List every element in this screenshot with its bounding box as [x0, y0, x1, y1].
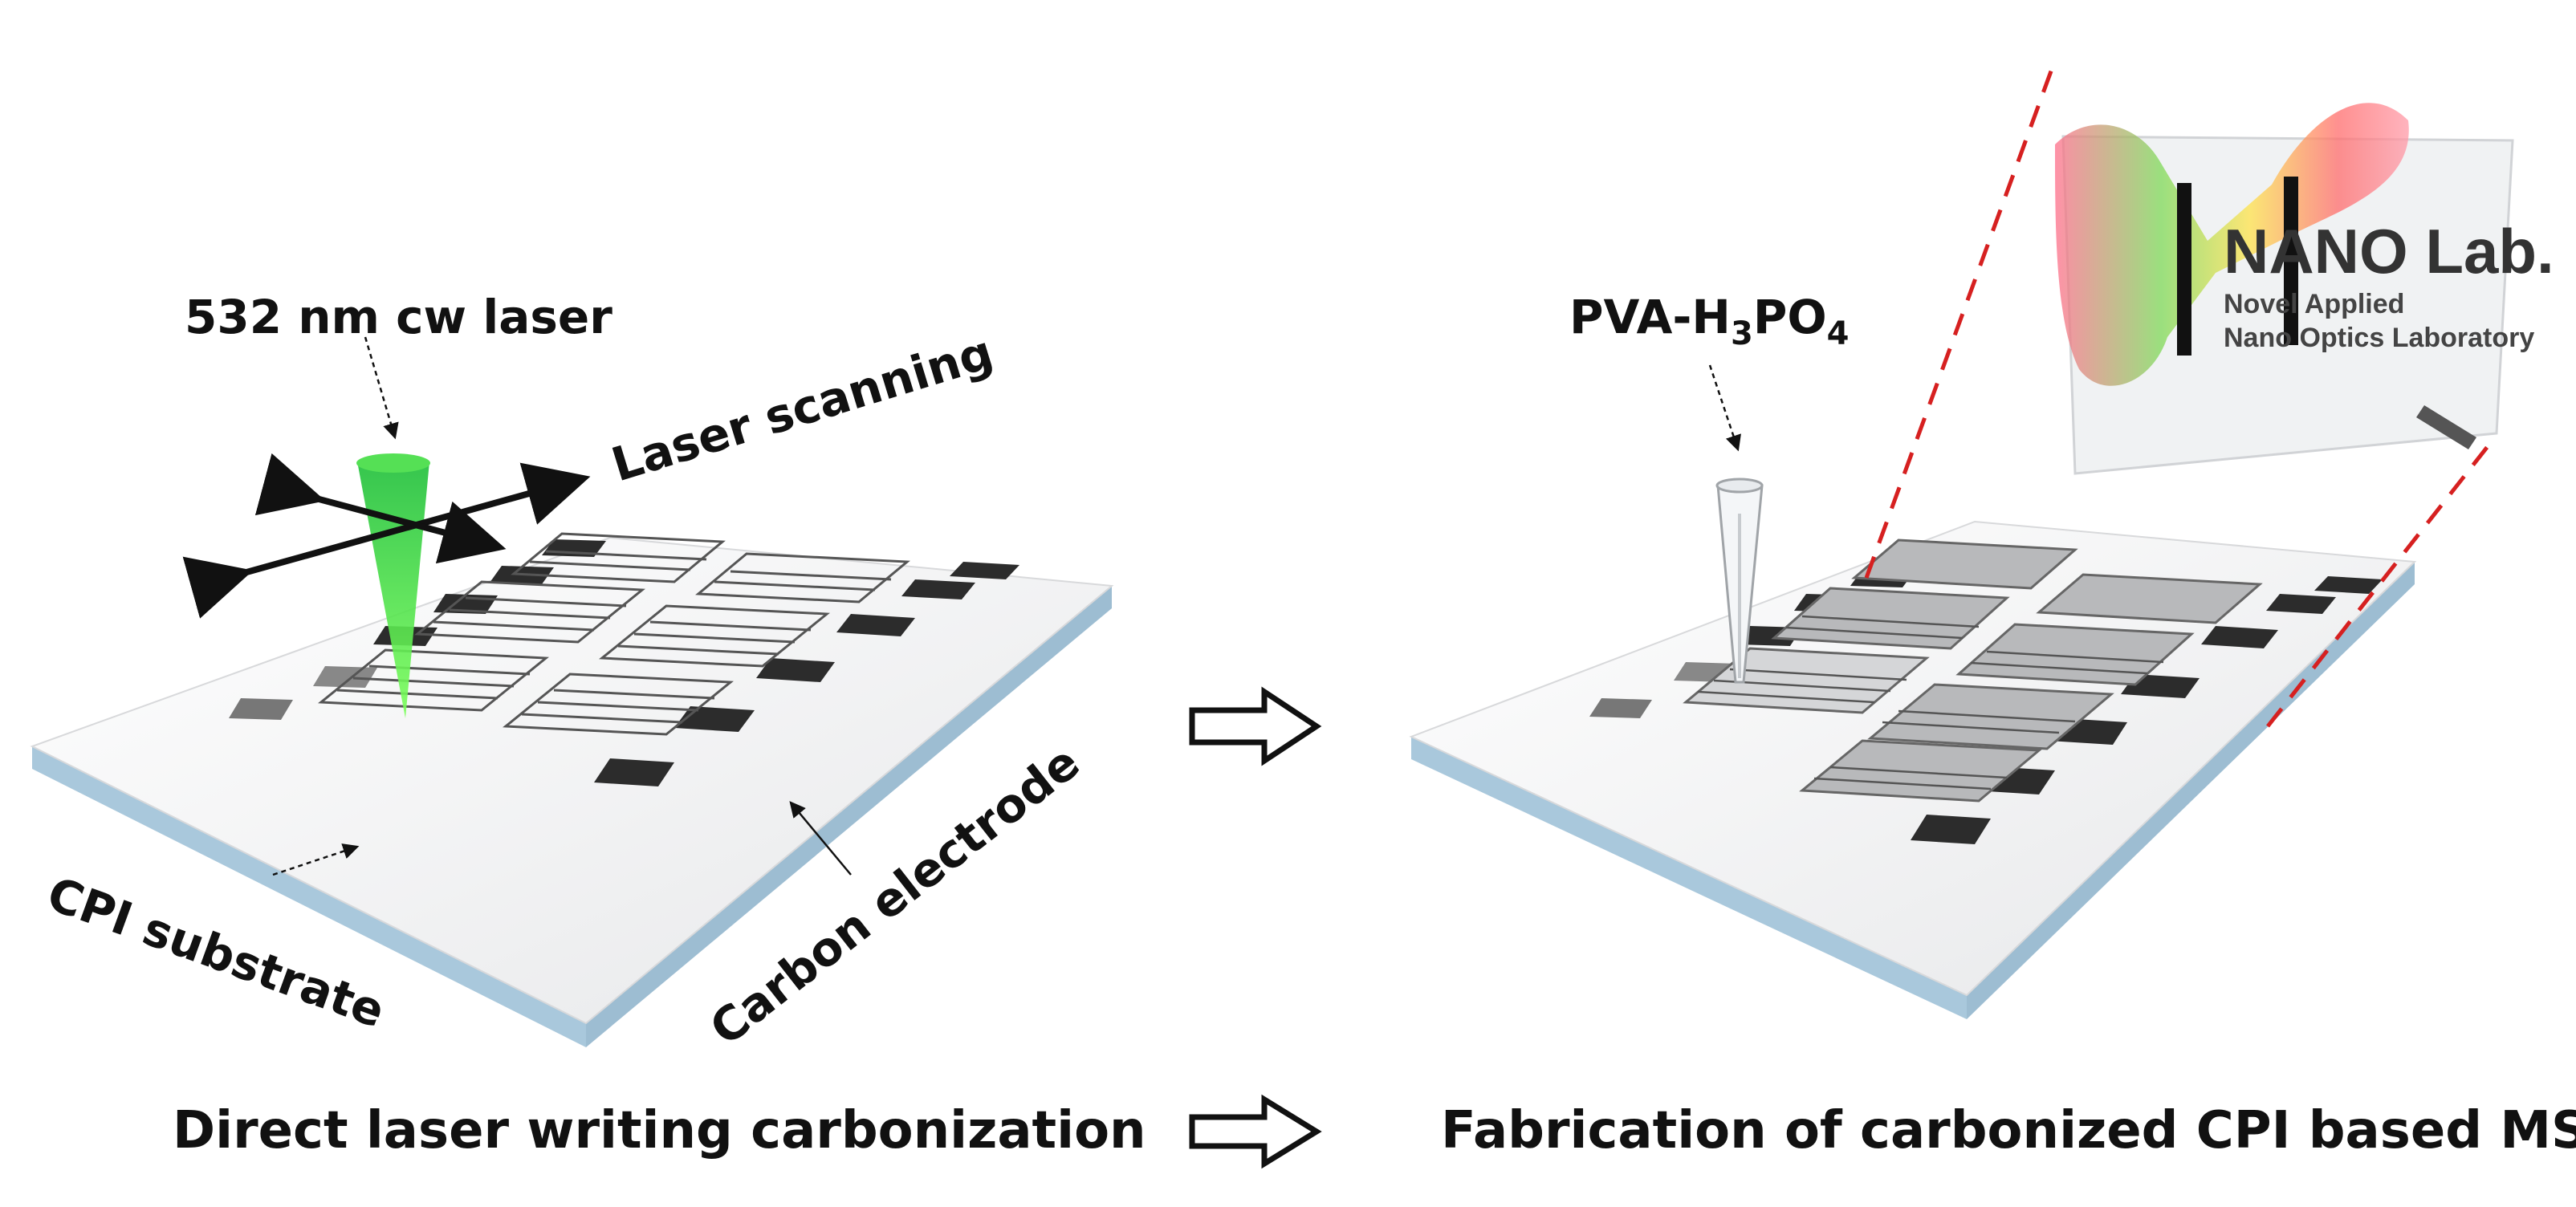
right-caption: Fabrication of carbonized CPI based MSC — [1441, 1101, 2576, 1160]
left-carbon-electrodes — [318, 532, 910, 736]
laser-aperture — [356, 453, 430, 473]
left-substrate-edge-right — [586, 586, 1112, 1047]
left-caption: Direct laser writing carbonization — [173, 1101, 1146, 1160]
tweezers — [2416, 405, 2476, 449]
left-panel: 532 nm cw laser Laser scanning CPI subst… — [30, 290, 1146, 1160]
zoom-line-upper — [1864, 59, 2057, 579]
logo-title: NANO Lab. — [2224, 216, 2554, 287]
right-substrate-edge — [1411, 737, 1967, 1019]
process-arrow-top — [1189, 686, 1322, 766]
device-rainbow-pattern — [2055, 103, 2409, 386]
laser-leader — [364, 336, 399, 440]
electrolyte-leader — [1708, 364, 1741, 452]
substrate-leader — [272, 843, 360, 876]
device-electrode-bar-2 — [2284, 177, 2298, 345]
right-substrate-edge-right — [1967, 562, 2415, 1019]
right-panel: NANO Lab. Novel Applied Nano Optics Labo… — [1409, 59, 2576, 1160]
left-substrate-edge — [32, 746, 586, 1047]
process-arrow-bottom — [1189, 1094, 1322, 1169]
zoom-line-lower — [2266, 444, 2490, 728]
scanning-label: Laser scanning — [605, 324, 999, 492]
laser-label: 532 nm cw laser — [185, 290, 612, 344]
flexible-device-photo: NANO Lab. Novel Applied Nano Optics Labo… — [2055, 103, 2554, 475]
logo-line-1: Novel Applied — [2224, 289, 2404, 319]
device-electrode-bar-1 — [2177, 183, 2191, 356]
electrode-leader — [789, 801, 852, 876]
pipette — [1715, 478, 1764, 684]
scan-arrow-y — [254, 453, 507, 564]
logo-line-2: Nano Optics Laboratory — [2224, 323, 2534, 353]
right-electrode-fingers — [1697, 615, 2164, 790]
electrolyte-label: PVA-H3PO4 — [1569, 290, 1849, 352]
right-gel-coated-electrodes — [1683, 538, 2263, 803]
